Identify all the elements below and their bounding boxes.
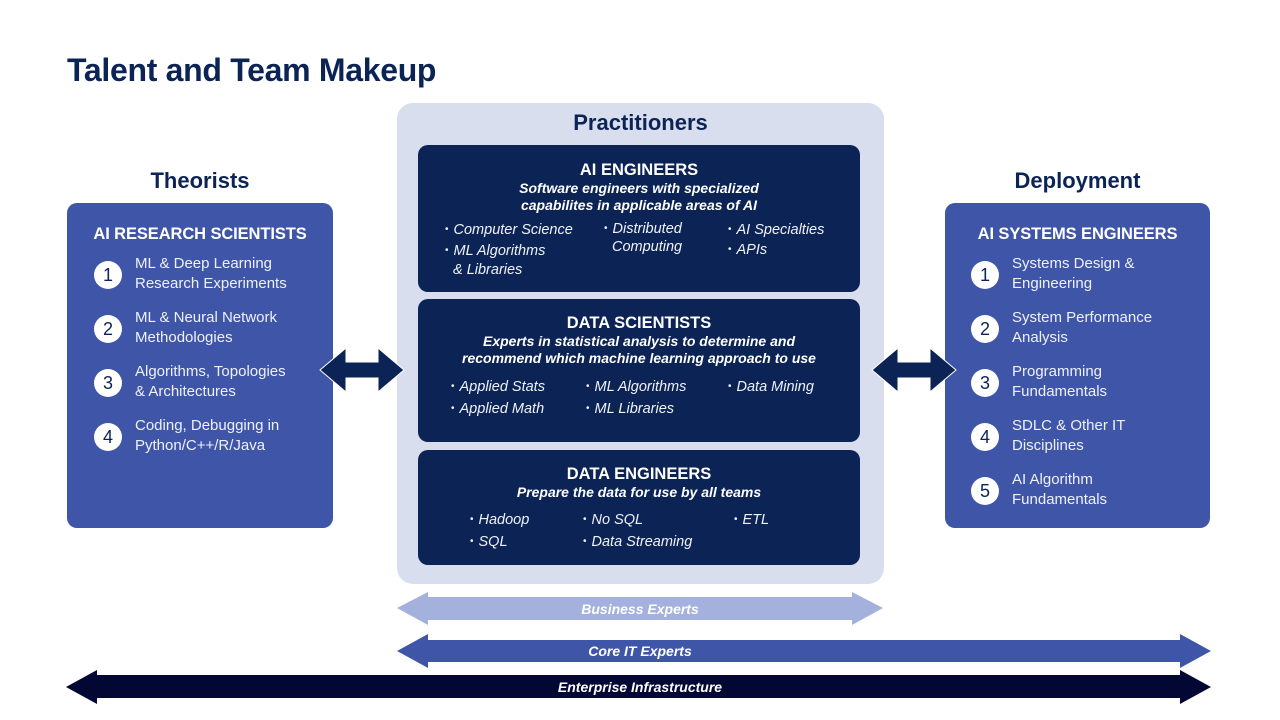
item-text: SDLC & Other IT: [1012, 417, 1126, 434]
box-title: AI SYSTEMS ENGINEERS: [977, 225, 1178, 243]
item-text: Analysis: [1012, 329, 1068, 346]
role-title: AI ENGINEERS: [579, 161, 699, 179]
item-text: Fundamentals: [1012, 383, 1108, 400]
item-text: Systems Design &: [1012, 255, 1135, 272]
bullet-item: Computer Science: [445, 220, 573, 240]
bullet-item: Distributed: [604, 220, 682, 238]
box-title: AI RESEARCH SCIENTISTS: [93, 225, 307, 243]
item-text: Engineering: [1012, 275, 1093, 292]
role-description: Prepare the data for use by all teams: [516, 484, 762, 500]
role-title: DATA SCIENTISTS: [566, 314, 712, 332]
ai-research-scientists-box: AI RESEARCH SCIENTISTS 1 ML & Deep Learn…: [67, 203, 333, 528]
deployment-heading: Deployment: [1014, 168, 1141, 193]
item-text: Python/C++/R/Java: [135, 437, 266, 454]
bullet-item: ML Algorithms: [445, 241, 573, 261]
business-experts-label: Business Experts: [581, 601, 699, 617]
enterprise-infrastructure-arrow: [66, 670, 1211, 704]
bullet-item: ETL: [734, 509, 770, 531]
bullet-item: ML Libraries: [586, 398, 686, 420]
core-it-experts-label: Core IT Experts: [588, 643, 692, 659]
item-text: Coding, Debugging in: [135, 417, 280, 434]
role-description: Experts in statistical analysis to deter…: [483, 333, 795, 349]
number-badge: 2: [94, 315, 122, 343]
role-description: Software engineers with specialized: [519, 180, 759, 196]
number-badge: 5: [971, 477, 999, 505]
theorists-heading: Theorists: [150, 168, 250, 193]
number-badge: 1: [94, 261, 122, 289]
practitioners-panel: Practitioners AI ENGINEERS Software engi…: [397, 103, 884, 584]
list-item: 1 Systems Design & Engineering: [971, 254, 1210, 308]
ai-systems-engineers-box: AI SYSTEMS ENGINEERS 1 Systems Design & E…: [945, 203, 1210, 528]
item-text: ML & Neural Network: [135, 309, 277, 326]
item-text: Methodologies: [135, 329, 233, 346]
bullet-item-continued: & Libraries: [453, 262, 523, 278]
number-badge: 4: [971, 423, 999, 451]
business-experts-arrow: [397, 592, 883, 625]
double-arrow-icon: [871, 346, 957, 394]
number-badge: 4: [94, 423, 122, 451]
enterprise-infrastructure-label: Enterprise Infrastructure: [557, 679, 723, 695]
role-title: DATA ENGINEERS: [566, 465, 712, 483]
number-badge: 3: [94, 369, 122, 397]
bullet-item: ML Algorithms: [586, 376, 687, 398]
bullet-item-continued: Computing: [612, 239, 683, 255]
item-text: Disciplines: [1012, 437, 1084, 454]
bullet-item: AI Specialties: [728, 220, 825, 240]
ai-engineers-box: AI ENGINEERS Software engineers with spe…: [418, 145, 860, 292]
item-text: & Architectures: [135, 383, 236, 400]
practitioners-heading: Practitioners: [573, 110, 708, 135]
number-badge: 1: [971, 261, 999, 289]
list-item: 4 Coding, Debugging in Python/C++/R/Java: [94, 416, 333, 470]
bullet-item: Data Streaming: [583, 531, 693, 553]
list-item: 3 Algorithms, Topologies & Architectures: [94, 362, 333, 416]
item-text: Algorithms, Topologies: [135, 363, 286, 380]
role-description: recommend which machine learning approac…: [462, 350, 816, 366]
double-arrow-icon: [319, 346, 405, 394]
list-item: 4 SDLC & Other IT Disciplines: [971, 416, 1210, 470]
bullet-item: Applied Math: [451, 398, 545, 420]
bullet-item: APIs: [728, 240, 824, 260]
core-it-experts-arrow: [397, 634, 1211, 668]
bullet-item: Hadoop: [470, 509, 530, 531]
bullet-item: SQL: [470, 531, 529, 553]
bullet-item: Data Mining: [728, 376, 814, 398]
number-badge: 3: [971, 369, 999, 397]
item-text: Research Experiments: [135, 275, 287, 292]
bullet-item: No SQL: [583, 509, 692, 531]
page-title: Talent and Team Makeup: [67, 52, 437, 88]
item-text: Programming: [1012, 363, 1103, 380]
item-text: ML & Deep Learning: [135, 255, 273, 272]
item-text: AI Algorithm: [1012, 471, 1093, 488]
item-text: System Performance: [1012, 309, 1153, 326]
data-scientists-box: DATA SCIENTISTS Experts in statistical a…: [418, 299, 860, 442]
item-text: Fundamentals: [1012, 491, 1108, 508]
bullet-item: Applied Stats: [451, 376, 545, 398]
number-badge: 2: [971, 315, 999, 343]
data-engineers-box: DATA ENGINEERS Prepare the data for use …: [418, 450, 860, 565]
role-description: capabilites in applicable areas of AI: [520, 197, 757, 213]
